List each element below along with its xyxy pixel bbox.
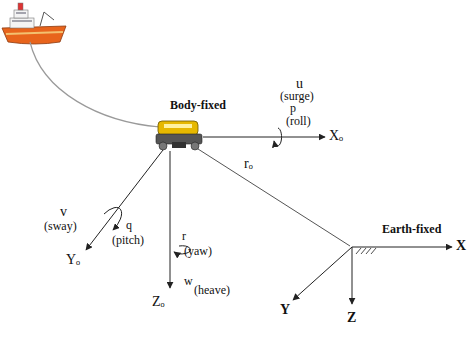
rate-symbol: r [182, 229, 186, 243]
body-axes [86, 128, 350, 288]
motion-name: (heave) [194, 283, 230, 297]
axis-name: Z [347, 310, 356, 326]
axis-name: Zₒ [152, 294, 165, 310]
axis-name: Yₒ [66, 252, 80, 268]
tether-cable [30, 42, 160, 127]
motion-name: (pitch) [112, 233, 144, 247]
axis-name: X [456, 238, 466, 254]
velocity-symbol: w [184, 274, 193, 288]
vector-name: rₒ [244, 156, 253, 172]
velocity-symbol: v [60, 204, 67, 220]
motion-name: (surge) [280, 89, 314, 103]
axis-name: Xₒ [329, 128, 343, 144]
frame-title: Body-fixed [170, 98, 226, 112]
motion-name: (roll) [286, 114, 311, 128]
motion-name: (yaw) [184, 244, 212, 258]
rov-vehicle [156, 121, 202, 150]
rate-symbol: q [126, 218, 132, 232]
motion-name: (sway) [44, 219, 77, 233]
axis-name: Y [280, 302, 290, 318]
frame-title: Earth-fixed [382, 222, 441, 236]
support-ship [2, 3, 66, 44]
rate-symbol: p [290, 101, 296, 115]
earth-axes [293, 247, 452, 304]
